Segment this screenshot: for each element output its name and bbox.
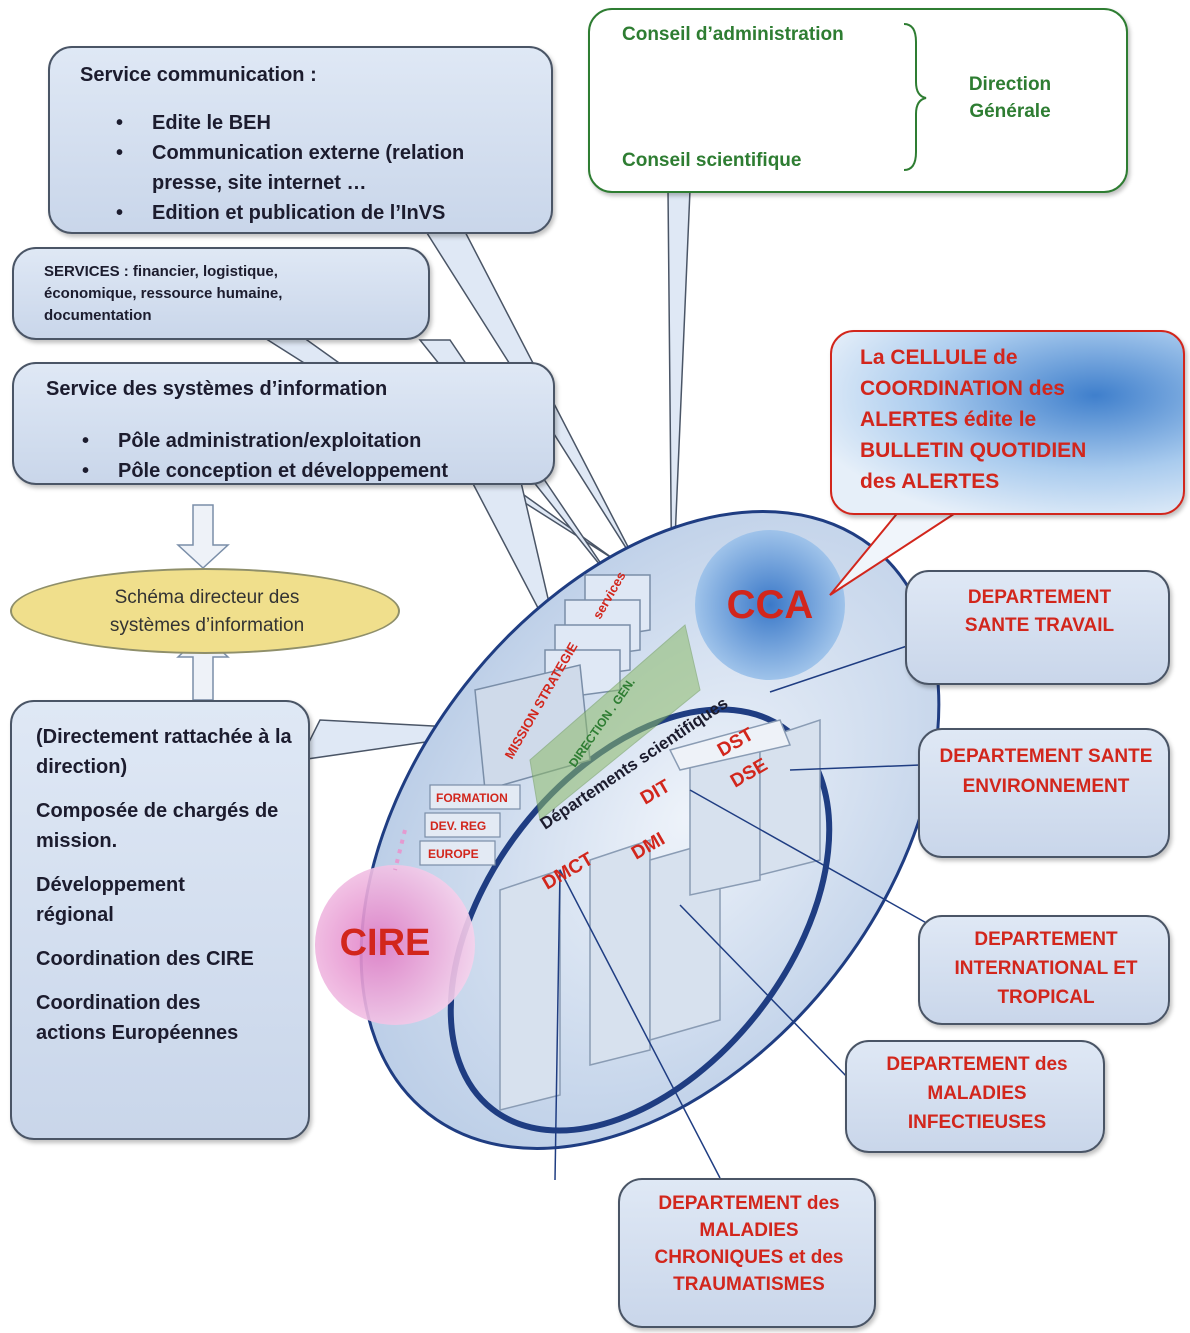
left-tabs [419,784,521,866]
mission-paragraphs: (Directement rattachée à la direction) C… [36,722,296,1048]
dept-connectors [554,644,931,1181]
dept-sante-travail-text: DEPARTEMENT SANTE TRAVAIL [964,587,1115,636]
dept-sante-environnement-text: DEPARTEMENT SANTE ENVIRONNEMENT [939,746,1153,797]
service-communication-box: Service communication : Edite le BEH Com… [48,46,553,234]
dept-international-text: DEPARTEMENT INTERNATIONAL ET TROPICAL [954,929,1138,1008]
services-text: SERVICES : financier, logistique, économ… [44,263,283,324]
list-item: Edite le BEH [116,108,536,138]
cca-callout-text: La CELLULE de COORDINATION des ALERTES é… [860,346,1087,493]
list-item: Pôle administration/exploitation [82,426,448,456]
dept-blocks [499,718,821,1111]
dev-reg-label: DEV. REG [430,819,486,833]
conseil-administration: Conseil d’administration [622,24,844,45]
list-item: Communication externe (relation presse, … [116,138,536,198]
schema-ellipse: Schéma directeur des systèmes d’informat… [10,568,400,654]
direction-generale: Direction Générale [968,74,1052,122]
cire-dots [393,829,407,871]
mission-paragraph: Développement régional [36,874,185,926]
cire-circle [315,865,475,1025]
list-item: Edition et publication de l’InVS [116,198,536,228]
ssi-title: Service des systèmes d’information [46,378,388,400]
cire-label: CIRE [340,922,431,964]
mission-paragraph: (Directement rattachée à la direction) [36,726,292,778]
mission-box: (Directement rattachée à la direction) C… [10,700,310,1140]
cca-callout-box: La CELLULE de COORDINATION des ALERTES é… [830,330,1185,515]
dept-maladies-infectieuses-box: DEPARTEMENT des MALADIES INFECTIEUSES [845,1040,1105,1153]
cca-circle [695,530,845,680]
dept-maladies-chroniques-box: DEPARTEMENT des MALADIES CHRONIQUES et d… [618,1178,876,1328]
dept-maladies-infectieuses-text: DEPARTEMENT des MALADIES INFECTIEUSES [886,1054,1068,1133]
list-item: Pôle conception et développement [82,456,448,486]
direction-band [529,624,701,821]
service-communication-title: Service communication : [80,64,317,86]
mission-paragraph: Coordination des CIRE [36,948,254,970]
dept-sante-travail-box: DEPARTEMENT SANTE TRAVAIL [905,570,1170,685]
service-communication-list: Edite le BEH Communication externe (rela… [116,108,536,228]
conseil-scientifique: Conseil scientifique [622,150,802,171]
governance-box: Conseil d’administration Conseil scienti… [588,8,1128,193]
dept-international-box: DEPARTEMENT INTERNATIONAL ET TROPICAL [918,915,1170,1025]
services-box: SERVICES : financier, logistique, économ… [12,247,430,340]
dept-sante-environnement-box: DEPARTEMENT SANTE ENVIRONNEMENT [918,728,1170,858]
cca-label: CCA [727,583,814,627]
brace-icon [903,23,927,171]
ssi-list: Pôle administration/exploitation Pôle co… [82,426,448,486]
europe-label: EUROPE [428,847,479,861]
ssi-box: Service des systèmes d’information Pôle … [12,362,555,486]
mission-paragraph: Coordination des actions Européennes [36,992,239,1044]
dept-maladies-chroniques-text: DEPARTEMENT des MALADIES CHRONIQUES et d… [654,1193,844,1295]
schema-text: Schéma directeur des systèmes d’informat… [109,587,305,636]
formation-label: FORMATION [436,791,508,805]
mission-paragraph: Composée de chargés de mission. [36,800,279,852]
